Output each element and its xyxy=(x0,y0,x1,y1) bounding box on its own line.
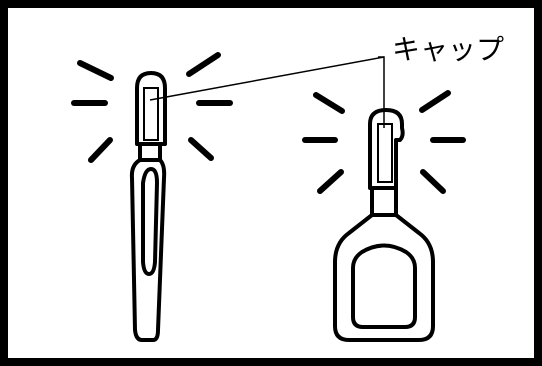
right-ray-lr xyxy=(420,169,446,194)
right-ray-ul xyxy=(313,92,345,114)
left-glow-rays-icon xyxy=(71,52,233,163)
right-head-outer xyxy=(333,213,435,342)
left-ray-ll xyxy=(88,137,113,163)
leader-to-right-cap xyxy=(378,56,385,128)
callout-leaders xyxy=(149,56,385,128)
leader-to-left-cap xyxy=(149,56,385,101)
right-head-inner xyxy=(351,243,417,329)
right-glow-rays-icon xyxy=(302,90,466,194)
right-key-icon xyxy=(333,108,435,342)
right-cap-highlight xyxy=(377,123,393,183)
left-body-slot xyxy=(141,167,159,276)
right-cap xyxy=(368,108,405,190)
left-ray-ul xyxy=(77,60,114,81)
cap-callout-label: キャップ xyxy=(392,33,505,66)
right-ray-ll xyxy=(317,169,344,194)
left-body xyxy=(129,158,167,342)
right-ray-ur xyxy=(419,90,451,113)
right-neck xyxy=(370,186,398,217)
left-ray-lr xyxy=(188,137,214,161)
left-cap-highlight xyxy=(143,87,159,141)
left-shaft xyxy=(138,142,162,162)
left-ray-ur xyxy=(186,52,221,77)
left-cap xyxy=(135,71,167,146)
left-key-icon xyxy=(129,71,167,342)
